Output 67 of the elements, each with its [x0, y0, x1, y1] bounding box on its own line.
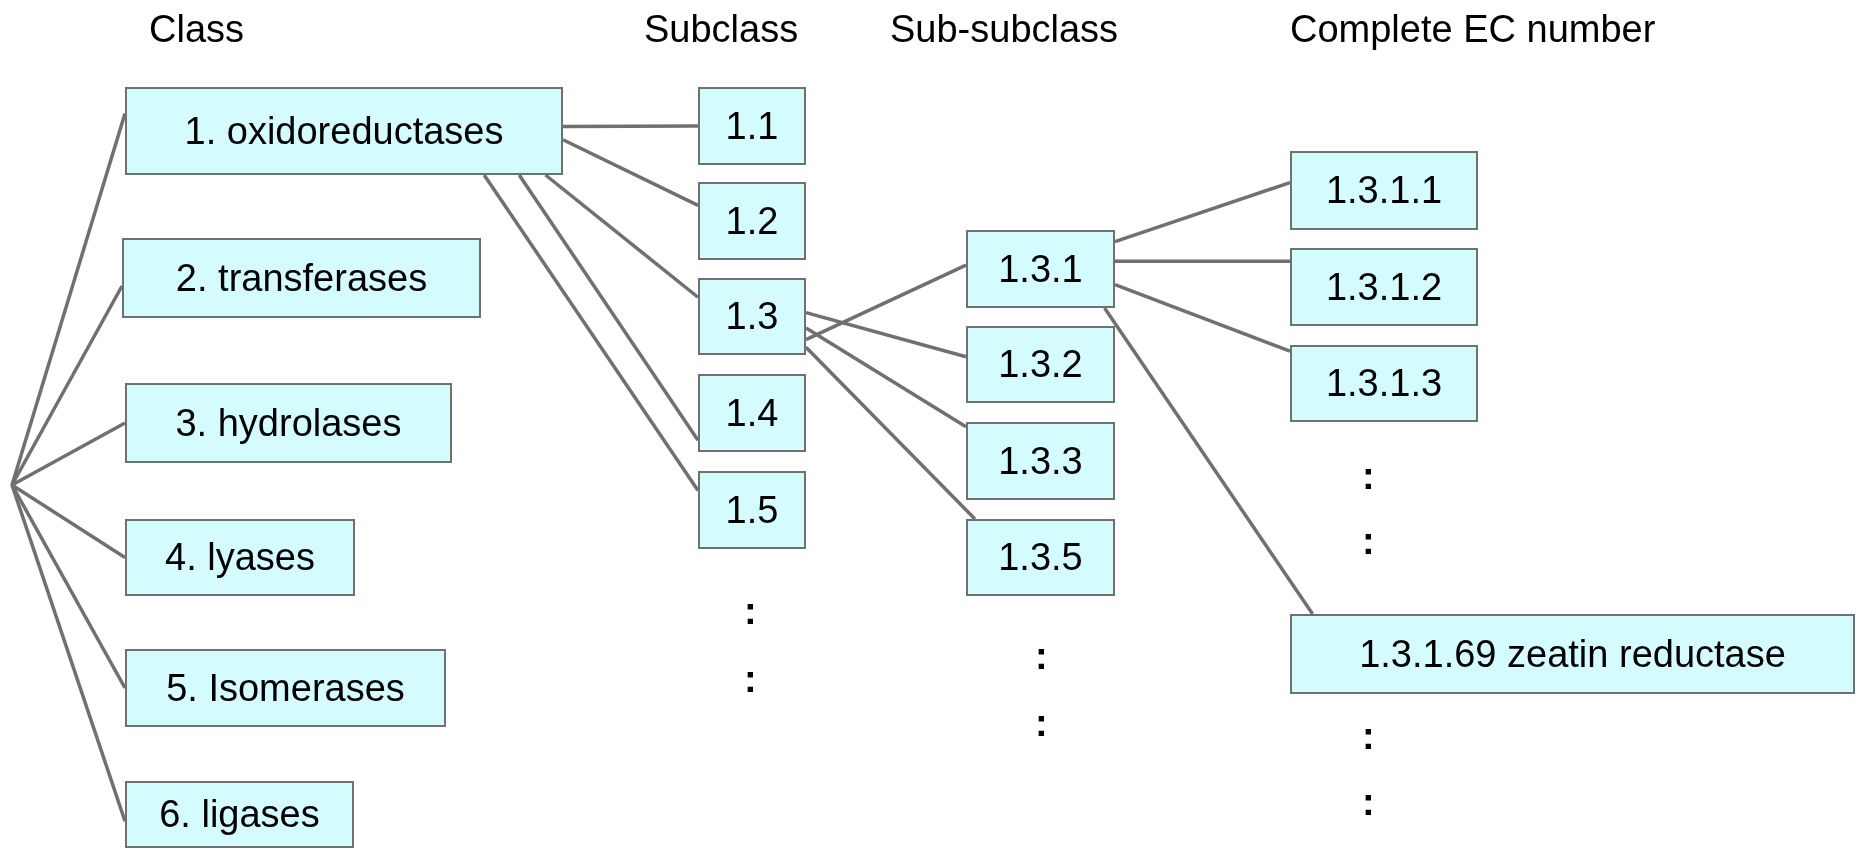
- box-label: 1. oxidoreductases: [184, 109, 504, 153]
- box-label: 1.3.1.69 zeatin reductase: [1359, 632, 1786, 676]
- box-label: 1.4: [725, 391, 779, 435]
- column-heading: Subclass: [644, 8, 799, 51]
- box-label: 1.3: [725, 295, 779, 338]
- ellipsis-dots: :: [1362, 455, 1375, 498]
- box-label: 1.3.1.1: [1325, 169, 1443, 212]
- connector-line: [10, 484, 127, 822]
- ellipsis-dots: :: [744, 658, 757, 701]
- box-label: 1.3.1.2: [1325, 265, 1443, 309]
- connector-line: [805, 310, 967, 359]
- class-box: [125, 519, 355, 596]
- connector-line: [1114, 282, 1291, 353]
- box-label: 1.3.1.3: [1325, 362, 1443, 405]
- box-label: 1.3.2: [998, 343, 1083, 386]
- connector-line: [11, 483, 126, 559]
- box-label: 3. hydrolases: [175, 401, 402, 445]
- ellipsis-dots: :: [1035, 702, 1048, 745]
- box-label: 1.3.3: [998, 439, 1083, 483]
- class-box: [1290, 345, 1478, 422]
- column-heading: Class: [149, 8, 245, 51]
- class-box: [1290, 614, 1855, 694]
- class-box: [698, 182, 806, 260]
- box-label: 5. Isomerases: [166, 666, 405, 710]
- class-box: [966, 422, 1115, 500]
- box-label: 1.5: [725, 488, 779, 532]
- class-box: [698, 471, 806, 549]
- class-box: [698, 278, 806, 355]
- connector-line: [10, 285, 124, 486]
- ellipsis-dots: :: [1362, 781, 1375, 824]
- connector-line: [563, 124, 698, 129]
- connector-line: [482, 174, 700, 492]
- class-box: [125, 649, 446, 727]
- box-label: 1.3.1: [998, 247, 1083, 291]
- class-box: [125, 383, 452, 463]
- connector-line: [1114, 180, 1291, 244]
- ellipsis-dots: :: [1362, 715, 1375, 758]
- class-box: [698, 87, 806, 165]
- class-box: [122, 238, 481, 318]
- class-box: [125, 87, 563, 175]
- connector-line: [1115, 259, 1290, 263]
- box-label: 4. lyases: [165, 536, 315, 579]
- class-box: [966, 326, 1115, 403]
- ellipsis-dots: :: [1362, 520, 1375, 563]
- class-box: [1290, 248, 1478, 326]
- class-box: [698, 374, 806, 452]
- connector-line: [805, 326, 967, 429]
- ellipsis-dots: :: [744, 590, 757, 633]
- class-box: [966, 230, 1115, 308]
- class-box: [1290, 151, 1478, 230]
- class-box: [966, 519, 1115, 596]
- box-label: 6. ligases: [159, 793, 320, 836]
- connector-line: [10, 112, 127, 486]
- column-heading: Complete EC number: [1290, 8, 1656, 51]
- box-label: 1.1: [725, 104, 779, 148]
- column-heading: Sub-subclass: [890, 8, 1119, 51]
- connector-line: [517, 174, 700, 442]
- connector-line: [805, 263, 967, 342]
- connector-line: [1103, 307, 1315, 615]
- connector-line: [11, 421, 126, 487]
- box-label: 1.3.5: [998, 536, 1083, 579]
- connector-line: [544, 173, 700, 299]
- box-label: 1.2: [725, 199, 779, 243]
- box-label: 2. transferases: [175, 256, 428, 300]
- connector-line: [562, 138, 699, 207]
- ellipsis-dots: :: [1035, 635, 1048, 678]
- class-box: [125, 781, 354, 848]
